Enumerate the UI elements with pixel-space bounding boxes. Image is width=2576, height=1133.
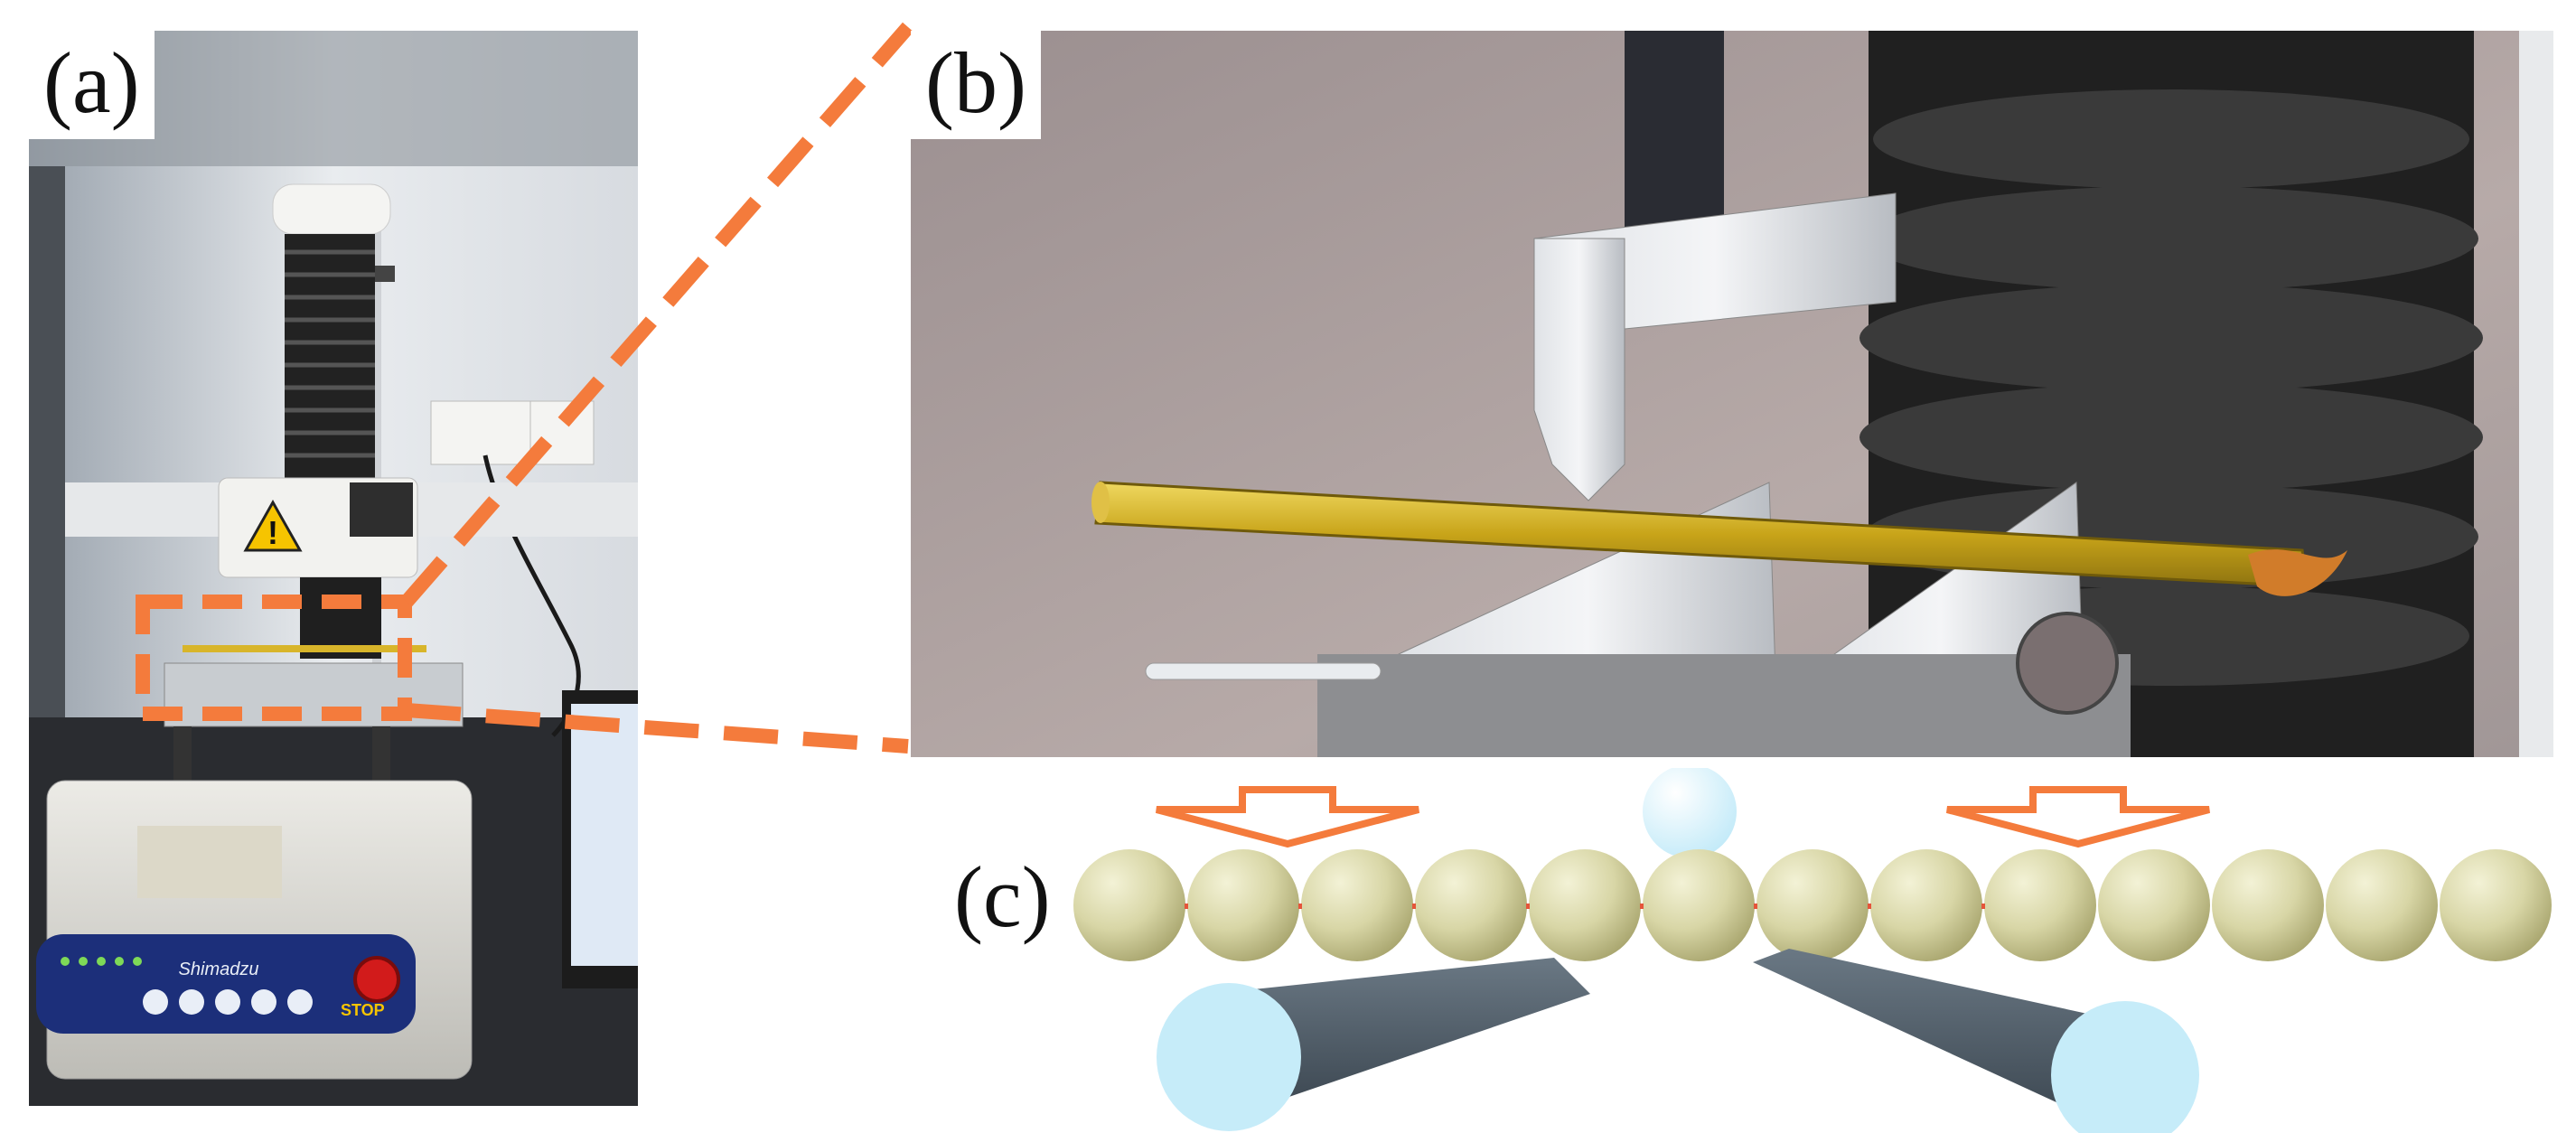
panel-c-illustration	[1073, 768, 2552, 1133]
laptop-screen	[571, 704, 638, 966]
left-support-cylinder	[1157, 958, 1590, 1131]
particle-row	[1073, 849, 2552, 961]
panel-label-a: (a)	[29, 31, 155, 139]
down-arrow-icon	[1155, 786, 1420, 848]
panel-buttons	[143, 989, 313, 1015]
right-support-cylinder	[1753, 949, 2199, 1133]
panel-b-photo: (b)	[911, 31, 2553, 757]
load-cell	[350, 482, 413, 537]
panel-c-schematic: (c)	[940, 768, 2557, 1133]
machine-base	[46, 780, 473, 1080]
loading-sphere	[1643, 768, 1737, 858]
brand-text: Shimadzu	[179, 960, 259, 979]
rod-frayed-end	[2248, 549, 2347, 596]
panel-label-c: (c)	[954, 848, 1051, 945]
column-edge	[2519, 31, 2553, 757]
panel-label-b: (b)	[911, 31, 1041, 139]
zoom-highlight-box	[136, 595, 412, 721]
guide-rod	[372, 220, 381, 690]
control-panel	[36, 934, 416, 1034]
fixture-base	[1317, 654, 2131, 757]
loading-nose	[1533, 238, 1625, 501]
specimen-small	[183, 645, 426, 652]
fixture-pin	[1145, 662, 1382, 680]
rod-end	[1091, 482, 1110, 523]
panel-b-illustration	[911, 31, 2553, 757]
stop-text: STOP	[341, 1001, 385, 1019]
wall-socket-2	[529, 400, 595, 465]
panel-a-illustration: ! Shimadzu STOP	[29, 31, 638, 1106]
adjust-knob	[2016, 612, 2119, 715]
fixture-leg	[372, 726, 390, 781]
label-sticker	[137, 826, 282, 898]
bellows-column	[285, 234, 375, 478]
wall-socket	[430, 400, 531, 465]
down-arrow-icon	[1945, 786, 2211, 848]
svg-text:!: !	[267, 514, 278, 551]
bond-markers	[1185, 904, 1985, 909]
status-leds	[61, 957, 142, 966]
emergency-stop-button	[353, 956, 400, 1003]
panel-a-photo: ! Shimadzu STOP (a)	[29, 31, 638, 1106]
warning-triangle-icon: !	[243, 499, 303, 552]
fixture-leg	[173, 726, 192, 781]
upper-clamp	[1625, 31, 1724, 229]
machine-top-cap	[272, 183, 391, 235]
